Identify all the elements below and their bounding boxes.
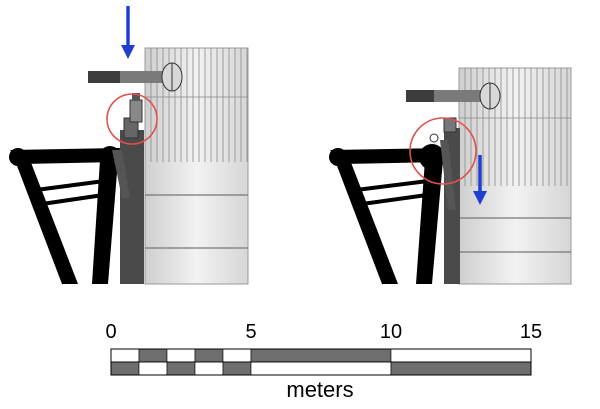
scale-segment xyxy=(110,361,140,376)
scale-segment xyxy=(194,348,224,363)
scale-segment xyxy=(390,348,532,363)
scale-segment xyxy=(222,361,252,376)
scale-bar: 0 5 10 15 meters xyxy=(105,321,542,402)
tick-label-0: 0 xyxy=(105,321,116,343)
tick-label-10: 10 xyxy=(380,321,402,343)
scale-unit-label: meters xyxy=(286,377,353,402)
scale-segment xyxy=(138,361,168,376)
scale-segment xyxy=(222,348,252,363)
scale-segment xyxy=(250,361,392,376)
highlight-circle-icon xyxy=(409,117,477,185)
scale-segment xyxy=(390,361,532,376)
support-column xyxy=(112,93,144,284)
tower-ribs xyxy=(150,48,248,162)
highlight-circle-icon xyxy=(106,93,158,145)
swing-arm xyxy=(406,82,501,110)
tick-label-5: 5 xyxy=(245,321,256,343)
swing-arm xyxy=(88,62,183,92)
panel-before xyxy=(9,6,249,285)
scale-segment xyxy=(110,348,140,363)
tower xyxy=(458,67,572,285)
tower-ribs xyxy=(464,68,568,186)
base-frame xyxy=(9,146,121,284)
base-frame xyxy=(329,144,445,284)
scale-segment xyxy=(194,361,224,376)
scale-segment xyxy=(250,348,392,363)
scale-segment xyxy=(166,348,196,363)
scale-segment xyxy=(166,361,196,376)
scale-segment xyxy=(138,348,168,363)
support-column xyxy=(429,117,460,284)
tower xyxy=(144,47,249,285)
panel-after xyxy=(329,67,572,285)
tick-label-15: 15 xyxy=(520,321,542,343)
